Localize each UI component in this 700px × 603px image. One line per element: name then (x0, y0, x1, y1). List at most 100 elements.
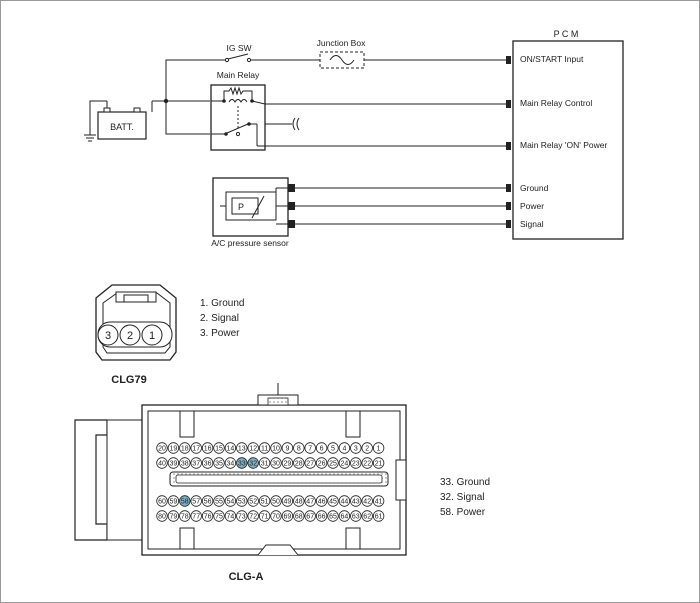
clga-pin-number: 12 (249, 446, 257, 453)
clga-pin-number: 30 (272, 461, 280, 468)
clga-pin-number: 11 (261, 446, 268, 453)
pcm-pin-label-ground: Ground (520, 183, 549, 193)
clga-pin-number: 62 (363, 514, 371, 521)
relay-coil-icon (223, 86, 253, 101)
clga-pin-number: 27 (306, 461, 314, 468)
clga-pin (293, 510, 305, 522)
clga-pin-number: 29 (284, 461, 292, 468)
main-relay-label: Main Relay (217, 70, 260, 80)
clga-pin (213, 510, 225, 522)
clga-pin-number: 33 (238, 461, 246, 468)
clga-pin-number: 24 (341, 461, 349, 468)
clga-legend-item: 33. Ground (440, 477, 490, 488)
junction-box-label: Junction Box (317, 38, 366, 48)
clga-pin (236, 457, 248, 469)
clga-pin-number: 51 (261, 499, 269, 506)
clga-pin (293, 495, 305, 507)
junction-box: Junction Box (317, 38, 366, 69)
clga-pin (315, 457, 328, 469)
clga-pin-number: 9 (285, 446, 289, 453)
clga-pin-number: 5 (331, 446, 335, 453)
clg79-name: CLG79 (111, 374, 146, 386)
ground-symbol-icon (84, 134, 96, 142)
clga-pin (304, 442, 316, 454)
clga-pin-number: 26 (318, 461, 326, 468)
clga-pin (156, 510, 168, 522)
clg79-pin (97, 324, 119, 346)
clga-pin (258, 510, 271, 522)
junction-dot (163, 98, 169, 104)
clga-pin (327, 495, 339, 507)
battery: BATT. (97, 107, 147, 140)
clga-pin (167, 457, 180, 469)
clga-legend-item: 32. Signal (440, 492, 484, 503)
clga-pin (224, 442, 237, 454)
clga-pin (156, 495, 168, 507)
clga-pin-number: 23 (352, 461, 360, 468)
clga-pin-number: 15 (215, 446, 223, 453)
clga-pin-number: 7 (308, 446, 312, 453)
clga-pin (304, 457, 316, 469)
clga-pin (190, 510, 202, 522)
clga-pin (167, 495, 180, 507)
clga-pin (179, 457, 191, 469)
clg79-pin (119, 324, 141, 346)
clga-pin-number: 25 (329, 461, 337, 468)
batt-label: BATT. (110, 122, 134, 132)
clga-pin-number: 59 (170, 499, 178, 506)
clga-pin-number: 80 (158, 514, 166, 521)
clga-pin (281, 510, 294, 522)
clga-pin (236, 510, 248, 522)
clg79-pin-number: 2 (127, 330, 133, 342)
clga-pin (258, 442, 271, 454)
clga-pin (361, 495, 373, 507)
clga-pin-number: 43 (352, 499, 360, 506)
clga-pin (315, 510, 328, 522)
clga-pin-number: 55 (215, 499, 223, 506)
wires (89, 59, 506, 225)
pcm-terminal (506, 220, 511, 228)
clga-pin-number: 31 (261, 461, 269, 468)
pcm-terminal (506, 142, 511, 150)
clga-pin-number: 6 (320, 446, 324, 453)
clga-pin (258, 457, 271, 469)
clga-pin-number: 32 (249, 461, 257, 468)
clga-pin (270, 457, 282, 469)
clga-pin (167, 442, 180, 454)
clga-pin-number: 72 (249, 514, 257, 521)
clga-pin (201, 442, 214, 454)
clga-pin (201, 457, 214, 469)
clg79-pins: 3 2 1 (97, 324, 163, 346)
clga-pin-number: 53 (238, 499, 246, 506)
clga-pin-number: 47 (306, 499, 314, 506)
clga-pin-number: 40 (158, 461, 166, 468)
clga-pin (350, 495, 362, 507)
clga-pin-number: 39 (170, 461, 178, 468)
pcm-pin-label-power: Power (520, 201, 544, 211)
clga-pin (304, 495, 316, 507)
clga-pin-number: 48 (295, 499, 303, 506)
clga-pin (361, 457, 373, 469)
pcm-terminal (506, 184, 511, 192)
clga-pin-number: 13 (238, 446, 246, 453)
clga-pin (247, 457, 259, 469)
clga-pin-number: 52 (249, 499, 257, 506)
clga-pin-number: 34 (227, 461, 235, 468)
clga-pin (315, 495, 328, 507)
clga-pin-number: 42 (363, 499, 371, 506)
clg79-legend-item: 3. Power (200, 328, 240, 339)
clga-pin (247, 442, 259, 454)
pcm-module: P C M ON/START Input Main Relay Control … (506, 29, 624, 240)
clga-pin-number: 71 (261, 514, 269, 521)
clg79-legend-item: 1. Ground (200, 298, 244, 309)
pcm-terminal (506, 202, 511, 210)
clga-pin-number: 4 (342, 446, 346, 453)
clga-pin (293, 457, 305, 469)
pcm-box (512, 40, 624, 240)
clga-pin-number: 17 (192, 446, 200, 453)
clga-pin-number: 10 (272, 446, 280, 453)
clga-pin (236, 442, 248, 454)
clga-pin-number: 66 (318, 514, 326, 521)
clga-pin (315, 442, 328, 454)
clga-pin-number: 64 (341, 514, 349, 521)
